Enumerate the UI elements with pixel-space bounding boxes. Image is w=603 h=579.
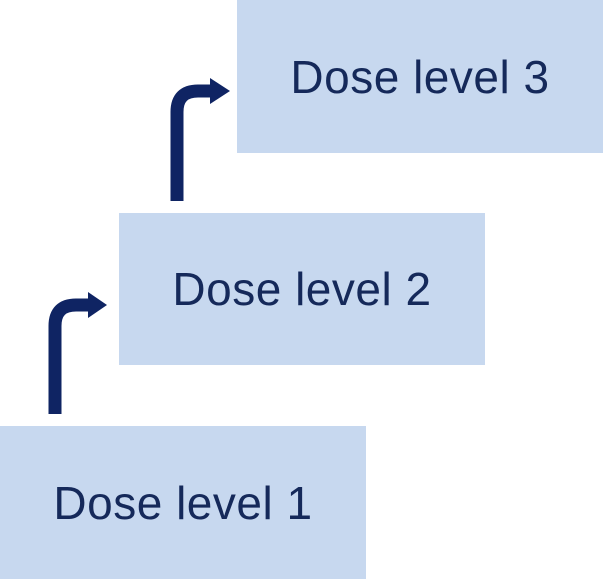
dose-level-3-label: Dose level 3 [290, 50, 550, 103]
dose-level-1-label: Dose level 1 [53, 476, 313, 529]
dose-level-2-box: Dose level 2 [119, 213, 485, 365]
arrow-level-2-to-3-icon [170, 78, 230, 201]
dose-level-3-box: Dose level 3 [237, 0, 603, 153]
arrow-level-1-to-2-icon [48, 292, 107, 414]
dose-level-1-box: Dose level 1 [0, 426, 366, 579]
dose-level-2-label: Dose level 2 [172, 263, 432, 315]
